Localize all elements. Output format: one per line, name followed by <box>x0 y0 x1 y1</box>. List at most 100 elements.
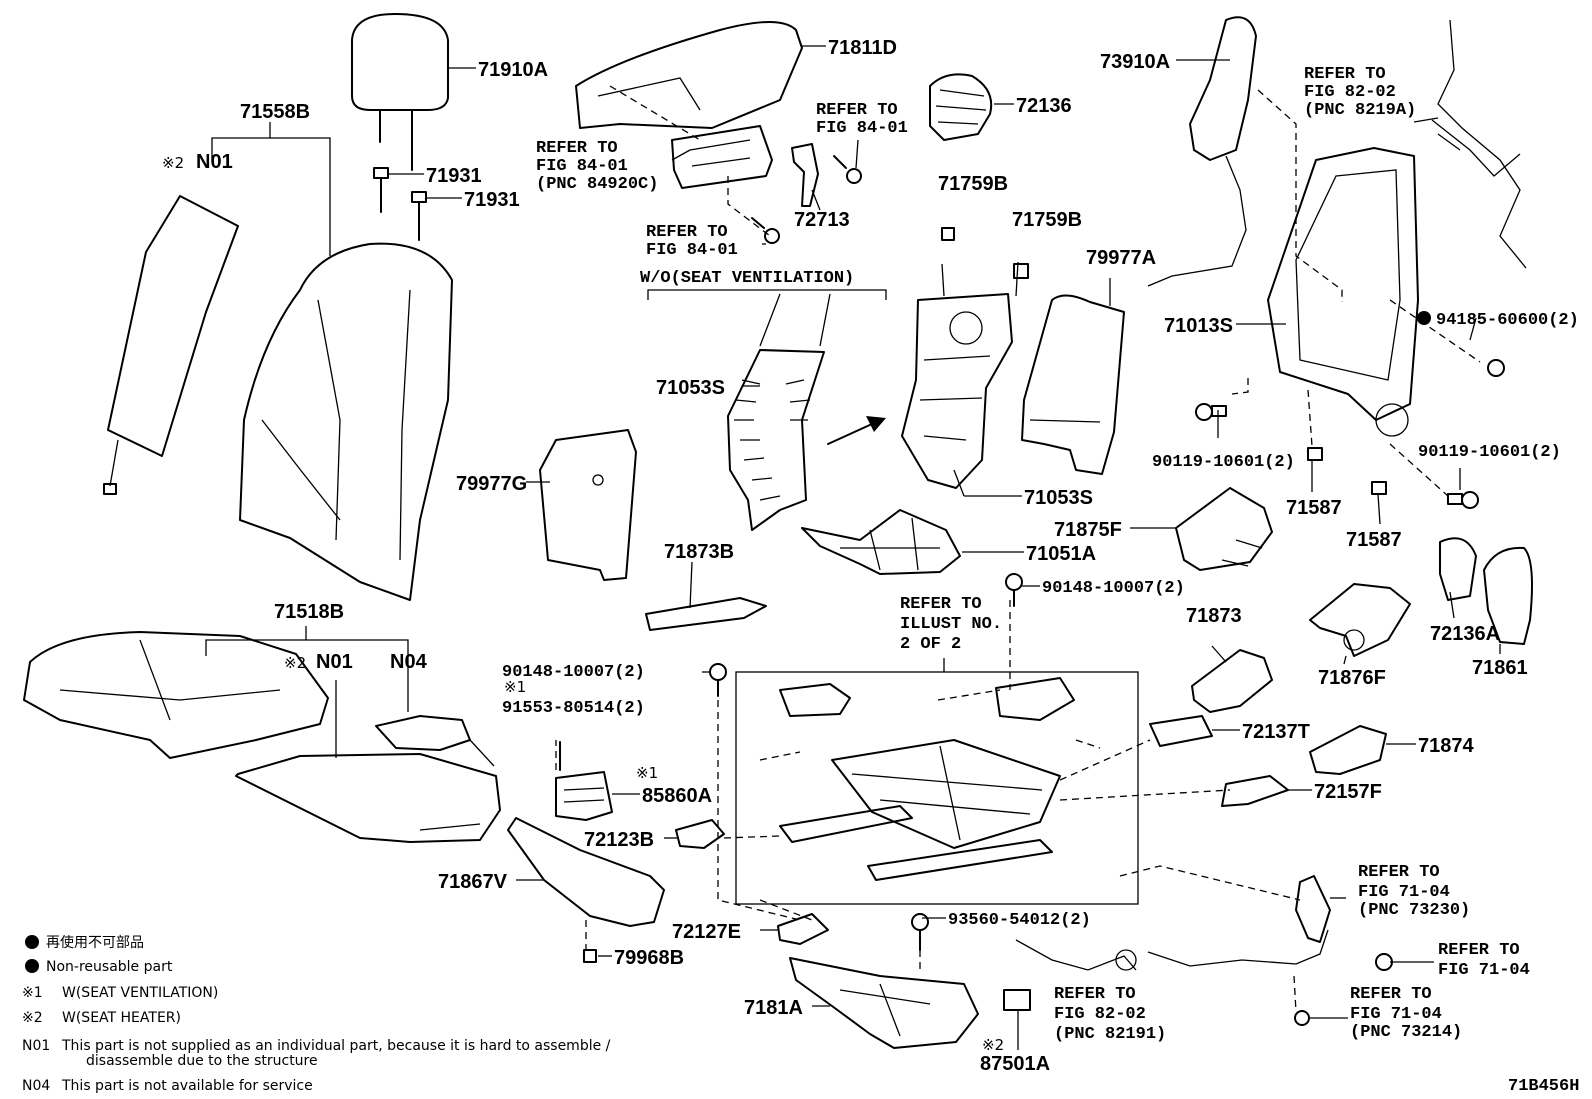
cover-72137T-drawing <box>1149 715 1213 747</box>
legend-n04-key: N04 <box>22 1078 50 1094</box>
svg-text:FIG 84-01: FIG 84-01 <box>816 119 908 138</box>
callout-71587-a: 71587 <box>1286 497 1342 519</box>
headrest-cover-71861-drawing <box>1483 546 1533 645</box>
callout-71910A: 71910A <box>478 59 548 81</box>
legend-n01-key: N01 <box>22 1038 50 1054</box>
legend-bullet-en <box>25 959 39 973</box>
svg-text:FIG 71-04: FIG 71-04 <box>1358 883 1450 902</box>
bolt-93560-drawing <box>911 913 929 951</box>
svg-text:REFER TO: REFER TO <box>536 139 618 158</box>
seat-spring-71053S-left-drawing <box>727 293 831 531</box>
heater-mark-87501A: ※2 <box>982 1036 1004 1054</box>
nut-73214-drawing <box>1294 1010 1310 1026</box>
callout-labels: 71910A 71811D 72136 73910A 71558B 71931 … <box>162 37 1528 1075</box>
svg-text:(PNC 8219A): (PNC 8219A) <box>1304 101 1416 120</box>
callout-71931-a: 71931 <box>426 165 482 187</box>
lower-shield-71867V-drawing <box>507 817 665 927</box>
svg-text:REFER TO: REFER TO <box>900 595 982 614</box>
dashed-lines <box>555 85 1481 1013</box>
seat-cushion-cover-71518B-drawing <box>23 631 329 759</box>
bracket-72713-drawing <box>791 143 819 207</box>
seatback-frame-71013S-drawing <box>1267 147 1419 437</box>
callout-71811D: 71811D <box>828 37 897 59</box>
callout-71053S-b: 71053S <box>1024 487 1093 509</box>
headrest-71910A-drawing <box>351 13 449 171</box>
arrow-right-icon <box>827 416 886 445</box>
callout-N01-cushion: N01 <box>316 651 353 673</box>
fastener-94185-60600: 94185-60600(2) <box>1436 311 1579 330</box>
legend-nonreusable-jp: 再使用不可部品 <box>46 934 144 951</box>
lumbar-support-71053S-right-drawing <box>901 261 1019 489</box>
side-shield-71811D-drawing <box>575 21 803 129</box>
svg-text:FIG 82-02: FIG 82-02 <box>1054 1005 1146 1024</box>
svg-text:FIG 84-01: FIG 84-01 <box>646 241 738 260</box>
screw-fig84-lower-drawing <box>751 217 780 244</box>
ventilation-mark-91553: ※1 <box>504 678 526 696</box>
ventilation-mark-85860A: ※1 <box>636 764 658 782</box>
seat-track-assembly-drawing <box>779 677 1075 881</box>
svg-text:REFER TO: REFER TO <box>816 101 898 120</box>
callout-72136A: 72136A <box>1430 623 1500 645</box>
svg-text:REFER TO: REFER TO <box>1304 65 1386 84</box>
leader-lines <box>205 45 1501 1050</box>
fastener-90119-10601-left: 90119-10601(2) <box>1152 453 1295 472</box>
clip-79968B-drawing <box>583 949 597 963</box>
svg-text:REFER TO: REFER TO <box>1054 985 1136 1004</box>
callout-71587-b: 71587 <box>1346 529 1402 551</box>
ref-fig71-04-pnc73214: REFER TO FIG 71-04 (PNC 73214) <box>1350 985 1462 1042</box>
callout-72713: 72713 <box>794 209 850 231</box>
buckle-73230-drawing <box>1295 875 1331 943</box>
bracket-71874-drawing <box>1309 725 1387 775</box>
callout-7181A: 7181A <box>744 997 803 1019</box>
harness-73214-drawing <box>1147 929 1329 967</box>
callout-71875F: 71875F <box>1054 519 1122 541</box>
svg-text:2 OF 2: 2 OF 2 <box>900 635 961 654</box>
figure-code: 71B456H <box>1508 1077 1579 1096</box>
nonreusable-marker-94185 <box>1417 311 1431 325</box>
bolt-90119-left-drawing <box>1195 403 1227 421</box>
connector-87501A-drawing <box>1003 989 1031 1011</box>
legend: 再使用不可部品 Non-reusable part ※1 W(SEAT VENT… <box>22 934 611 1094</box>
clip-71759B-upper-drawing <box>941 227 955 241</box>
side-cover-71876F-drawing <box>1309 583 1411 657</box>
svg-text:FIG 84-01: FIG 84-01 <box>536 157 628 176</box>
callout-71558B: 71558B <box>240 101 310 123</box>
fastener-labels: 94185-60600(2) 90119-10601(2) 90119-1060… <box>502 311 1579 930</box>
ref-fig71-04-nut: REFER TO FIG 71-04 <box>1438 941 1530 980</box>
callout-87501A: 87501A <box>980 1053 1050 1075</box>
cover-72123B-drawing <box>675 819 725 849</box>
cover-71873-drawing <box>1191 649 1273 713</box>
seatback-heater-pad-drawing <box>103 195 239 495</box>
callout-79968B: 79968B <box>614 947 684 969</box>
callout-71931-b: 71931 <box>464 189 520 211</box>
legend-n01-text-2: disassemble due to the structure <box>86 1053 318 1069</box>
fastener-90148-10007-lower: 90148-10007(2) <box>502 663 645 682</box>
heater-mark-cushion: ※2 <box>284 654 306 672</box>
cover-72127E-drawing <box>777 913 829 945</box>
callout-79977G: 79977G <box>456 473 527 495</box>
fastener-91553-80514: 91553-80514(2) <box>502 699 645 718</box>
callout-71867V: 71867V <box>438 871 508 893</box>
svg-text:(PNC 73214): (PNC 73214) <box>1350 1023 1462 1042</box>
nut-fig71-04-drawing <box>1375 953 1393 971</box>
callout-N01-back: N01 <box>196 151 233 173</box>
cover-72157F-drawing <box>1221 775 1289 807</box>
bolt-71931-upper-drawing <box>373 167 389 213</box>
svg-text:(PNC 84920C): (PNC 84920C) <box>536 175 658 194</box>
cushion-heater-pad-drawing <box>235 753 501 843</box>
legend-k1-text: W(SEAT VENTILATION) <box>62 985 218 1001</box>
legend-n04-text: This part is not available for service <box>61 1078 313 1094</box>
callout-72137T: 72137T <box>1242 721 1310 743</box>
svg-text:ILLUST NO.: ILLUST NO. <box>900 615 1002 634</box>
callout-71013S: 71013S <box>1164 315 1233 337</box>
callout-72157F: 72157F <box>1314 781 1382 803</box>
seat-base-7181A-drawing <box>789 957 979 1049</box>
callout-N04: N04 <box>390 651 428 673</box>
group-label-without-ventilation: W/O(SEAT VENTILATION) <box>640 269 854 288</box>
seatback-board-79977G-drawing <box>539 429 637 581</box>
ref-fig84-01-upper: REFER TO FIG 84-01 <box>816 101 908 138</box>
svg-text:FIG 71-04: FIG 71-04 <box>1350 1005 1442 1024</box>
callout-71518B: 71518B <box>274 601 344 623</box>
lumbar-motor-72136-drawing <box>929 73 993 141</box>
seatback-cover-71558B-drawing <box>239 242 453 601</box>
